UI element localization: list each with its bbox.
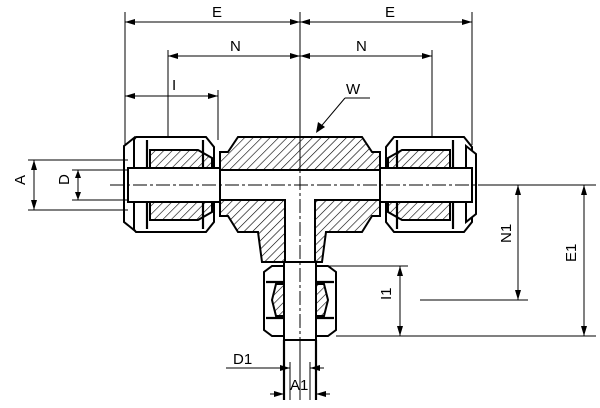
bottom-dimensions: D1 A1 <box>226 351 330 400</box>
label-N1: N1 <box>498 224 515 243</box>
label-N-right: N <box>356 38 367 55</box>
label-A1: A1 <box>290 377 308 394</box>
label-E1: E1 <box>563 244 580 262</box>
centerlines <box>110 130 490 400</box>
label-E-right: E <box>385 4 395 21</box>
label-I1: I1 <box>378 287 395 300</box>
label-D1: D1 <box>233 351 252 368</box>
left-nut <box>123 135 221 233</box>
left-dimensions: A D <box>12 159 128 211</box>
label-N-left: N <box>230 38 241 55</box>
label-A: A <box>12 175 29 185</box>
label-E-left: E <box>212 4 222 21</box>
top-dimensions: E E N N I <box>124 4 473 400</box>
label-W: W <box>346 81 361 98</box>
w-leader: W <box>316 81 370 133</box>
right-dimensions: N1 E1 I1 <box>326 184 596 337</box>
label-I-top: I <box>172 77 176 94</box>
label-D: D <box>56 174 73 185</box>
